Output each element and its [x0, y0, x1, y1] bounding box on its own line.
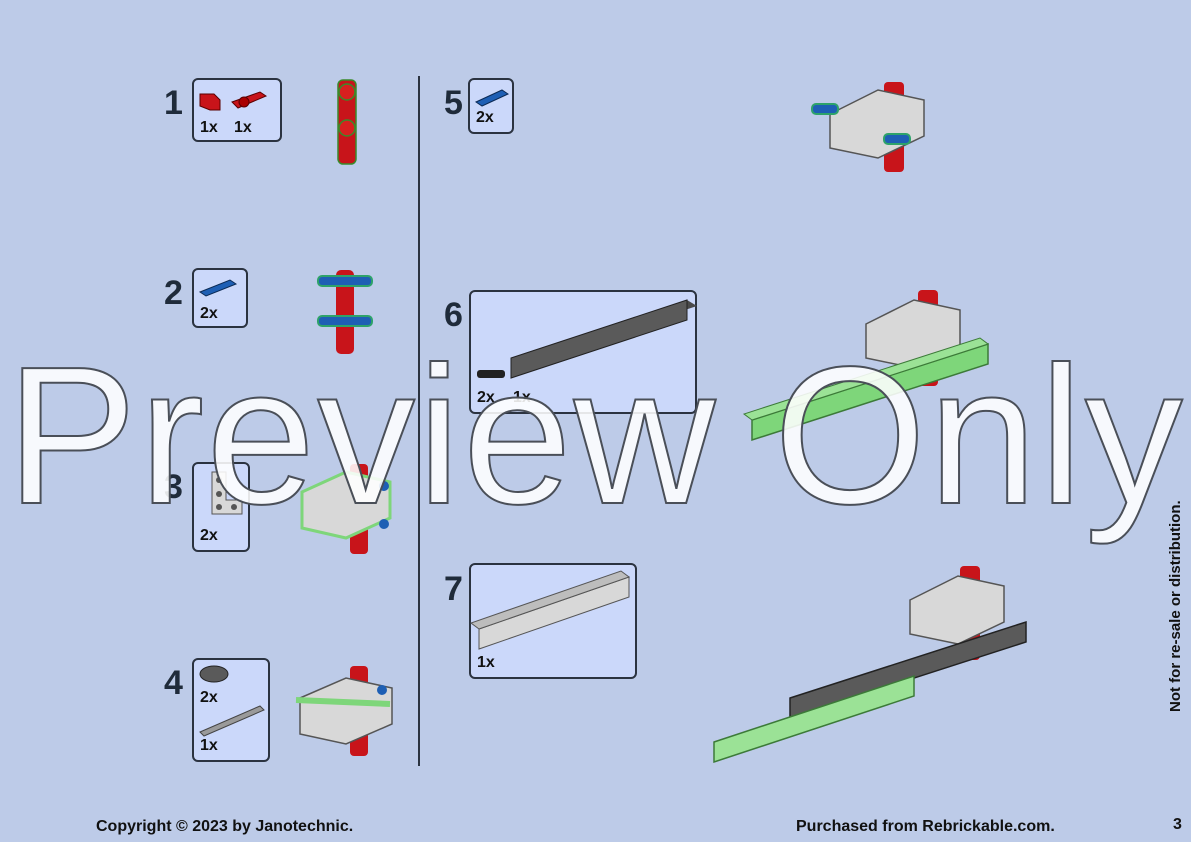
step-6-number: 6 [444, 296, 463, 334]
step-4-parts-callout: 2x 1x [192, 658, 270, 762]
step-1-parts-callout: 1x 1x [192, 78, 282, 142]
step-6-assembly-model [742, 290, 990, 442]
step-1-qty-2: 1x [234, 119, 252, 136]
step-5-qty-1: 2x [476, 109, 494, 126]
step-3-assembly-model [300, 464, 392, 554]
page-number: 3 [1173, 816, 1182, 833]
step-5-parts-icon [474, 89, 510, 107]
step-6-qty-1: 2x [477, 389, 495, 406]
step-6-parts-callout: 2x 1x [469, 290, 697, 414]
step-7-parts-icon [469, 570, 631, 650]
column-divider [418, 76, 420, 766]
step-1-assembly-model [337, 79, 357, 165]
step-6-qty-2: 1x [513, 389, 531, 406]
step-4-number: 4 [164, 664, 183, 702]
step-3-qty-1: 2x [200, 527, 218, 544]
step-3-number: 3 [164, 468, 183, 506]
step-2-number: 2 [164, 274, 183, 312]
step-4-parts-icon [199, 665, 265, 737]
step-7-number: 7 [444, 570, 463, 608]
copyright-text: Copyright © 2023 by Janotechnic. [96, 818, 354, 835]
step-4-assembly-model [295, 666, 393, 756]
step-3-parts-callout: 2x [192, 462, 250, 552]
step-2-parts-icon [198, 279, 238, 297]
step-7-qty-1: 1x [477, 654, 495, 671]
step-2-assembly-model [317, 270, 373, 354]
step-5-parts-callout: 2x [468, 78, 514, 134]
distribution-notice: Not for re-sale or distribution. [1167, 500, 1184, 712]
step-2-parts-callout: 2x [192, 268, 248, 328]
step-1-qty-1: 1x [200, 119, 218, 136]
step-2-qty-1: 2x [200, 305, 218, 322]
step-4-qty-1: 2x [200, 689, 218, 706]
step-5-assembly-model [811, 82, 925, 172]
step-7-parts-callout: 1x [469, 563, 637, 679]
step-6-parts-icon [477, 299, 697, 379]
step-1-number: 1 [164, 84, 183, 122]
step-5-number: 5 [444, 84, 463, 122]
step-7-assembly-model [713, 566, 1027, 764]
step-1-parts-icon [199, 91, 268, 111]
step-3-parts-icon [211, 471, 243, 515]
step-4-qty-2: 1x [200, 737, 218, 754]
purchased-text: Purchased from Rebrickable.com. [796, 818, 1055, 835]
